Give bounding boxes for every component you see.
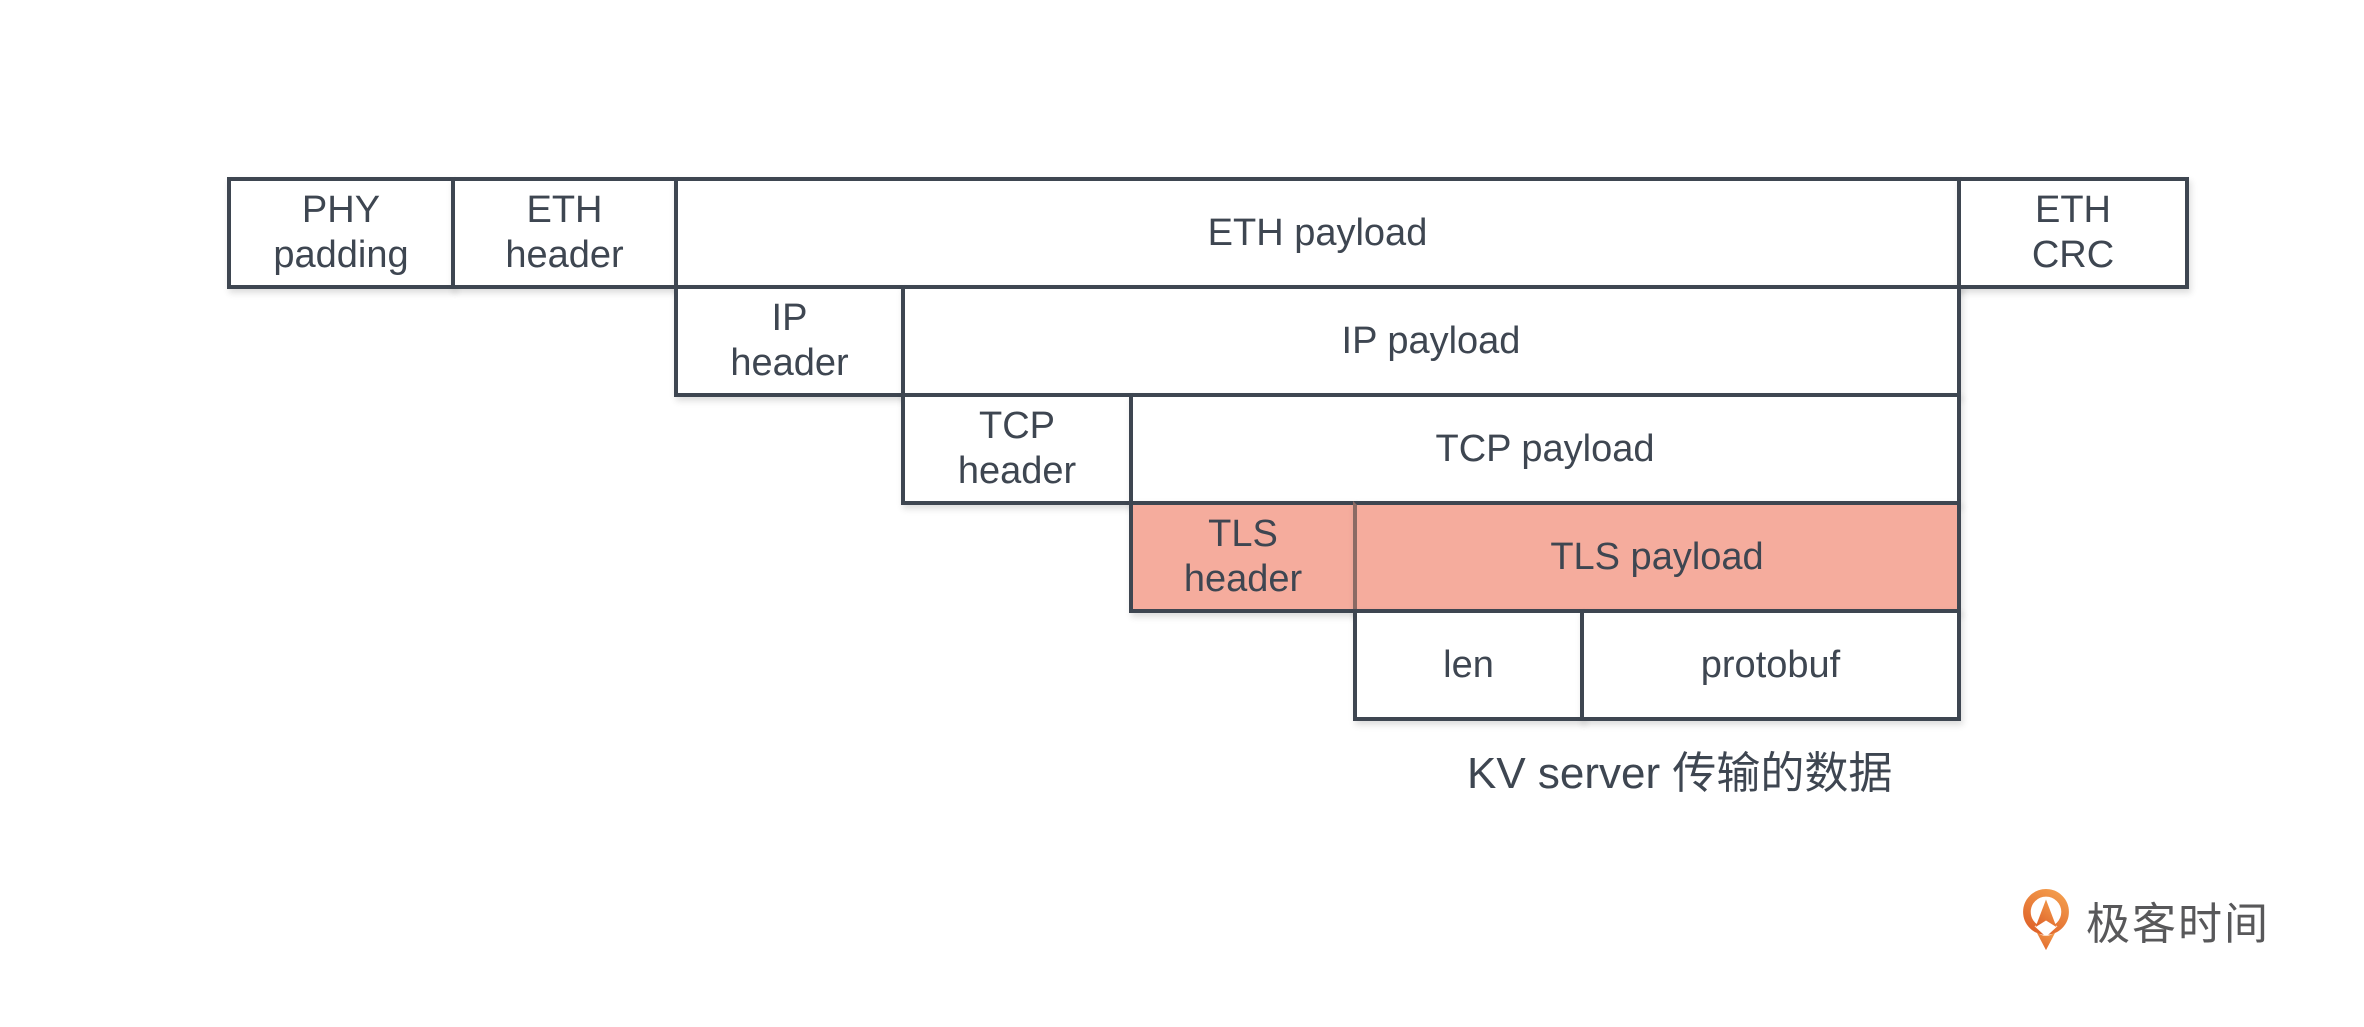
cell-tls-payload: TLS payload <box>1353 501 1961 613</box>
cell-ip-payload: IP payload <box>901 285 1961 397</box>
cell-phy-padding: PHY padding <box>227 177 455 289</box>
cell-tcp-payload: TCP payload <box>1129 393 1961 505</box>
diagram-caption: KV server 传输的数据 <box>1467 749 1893 798</box>
geektime-logo: 极客时间 <box>2022 888 2270 952</box>
cell-eth-header: ETH header <box>451 177 678 289</box>
cell-tcp-header: TCP header <box>901 393 1133 505</box>
geektime-logo-icon <box>2023 888 2069 950</box>
geektime-logo-text: 极客时间 <box>2086 900 2270 949</box>
cell-tls-header: TLS header <box>1129 501 1357 613</box>
cell-ip-header: IP header <box>674 285 905 397</box>
cell-len: len <box>1353 609 1584 721</box>
cell-eth-crc: ETH CRC <box>1957 177 2189 289</box>
cell-eth-payload: ETH payload <box>674 177 1961 289</box>
cell-protobuf: protobuf <box>1580 609 1961 721</box>
